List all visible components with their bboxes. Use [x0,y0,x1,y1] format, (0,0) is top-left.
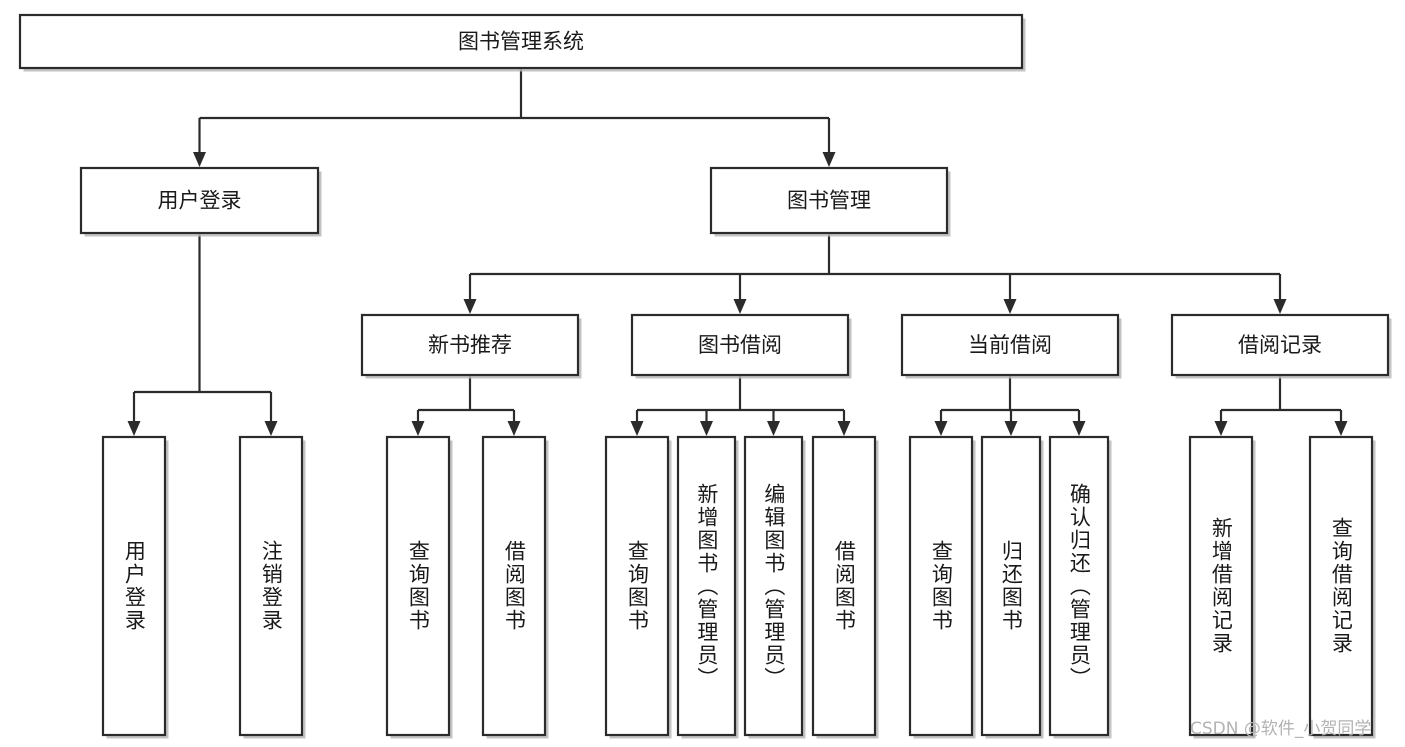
node-box-leaf-query-book-1 [385,435,451,737]
node-box-leaf-add-borrow-record [1188,435,1254,737]
node-label-new-book-recommend: 新书推荐 [428,333,512,357]
node-box-book-manage [709,166,949,235]
node-box-leaf-add-book-admin [676,435,737,737]
node-box-root [18,13,1024,70]
csdn-watermark: CSDN @软件_小贺同学 [1190,719,1372,739]
node-box-leaf-borrow-book-1 [481,435,547,737]
connector-arrowhead [264,421,278,436]
connector-arrowhead [411,421,425,436]
connector-arrowhead [127,421,141,436]
connector-arrowhead [193,152,206,167]
node-box-leaf-query-book-3 [908,435,974,737]
node-label-book-manage: 图书管理 [787,189,871,213]
node-label-user-login: 用户登录 [158,189,242,213]
node-box-leaf-query-book-2 [604,435,670,737]
node-label-current-borrow: 当前借阅 [968,333,1052,357]
node-box-leaf-query-borrow-record [1308,435,1374,737]
connector-arrowhead [767,421,780,436]
node-label-borrow-record: 借阅记录 [1238,333,1322,357]
connector-arrowhead [630,421,644,436]
connector-arrowhead [822,152,836,167]
connector-arrowhead [1273,299,1287,314]
connector-arrowhead [733,299,747,314]
node-box-borrow-record [1170,313,1390,377]
connector-arrowhead [837,421,851,436]
connector-arrowhead [934,421,948,436]
node-box-leaf-logout-login [238,435,304,737]
connector-arrowhead [463,299,477,314]
node-label-book-borrow: 图书借阅 [698,333,782,357]
connector-arrowhead [1214,421,1228,436]
connector-arrowhead [1072,421,1086,436]
connector-arrowhead [507,421,521,436]
node-label-root: 图书管理系统 [458,30,584,54]
connector-arrowhead [1004,421,1018,436]
node-box-new-book-recommend [360,313,580,377]
node-box-leaf-edit-book-admin [743,435,804,737]
node-box-current-borrow [900,313,1120,377]
node-box-leaf-return-book [980,435,1042,737]
node-box-leaf-borrow-book-2 [811,435,877,737]
node-box-leaf-confirm-return [1048,435,1110,737]
connectors-layer [127,68,1348,436]
connector-arrowhead [1334,421,1348,436]
node-box-user-login [79,166,320,235]
node-box-leaf-user-login [101,435,167,737]
connector-arrowhead [1003,299,1017,314]
boxes-layer [18,13,1390,737]
node-box-book-borrow [630,313,850,377]
connector-arrowhead [700,421,713,436]
